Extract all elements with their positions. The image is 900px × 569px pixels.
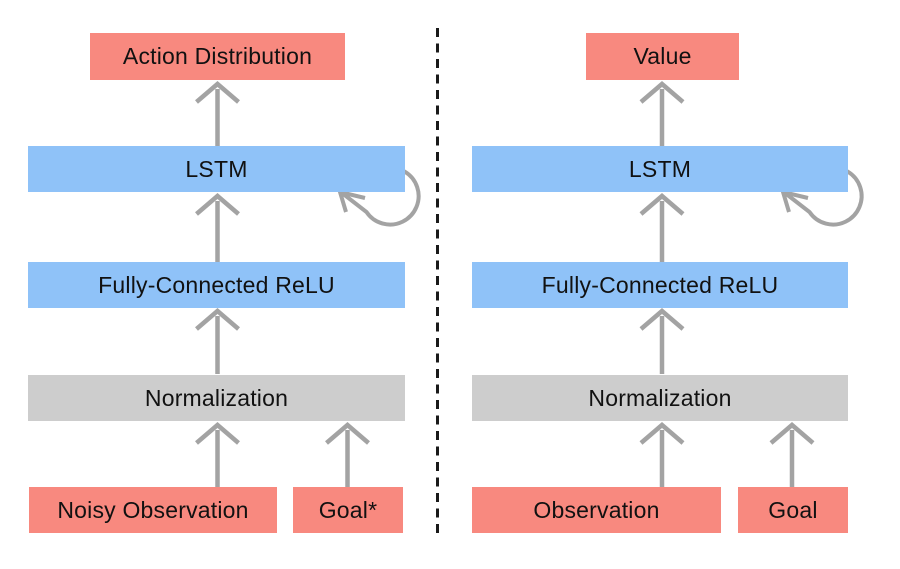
node-noisy-observation: Noisy Observation: [29, 487, 277, 533]
arrow-goal-to-norm-right: [769, 422, 815, 487]
node-label: Fully-Connected ReLU: [541, 271, 779, 298]
arrow-obs-to-norm-left: [195, 422, 240, 487]
node-lstm-right: LSTM: [472, 146, 848, 192]
node-label: Action Distribution: [122, 43, 313, 69]
node-label: Noisy Observation: [57, 496, 249, 523]
node-action-distribution: Action Distribution: [90, 33, 345, 80]
arrow-fc-to-lstm-left: [195, 193, 240, 262]
node-label: Fully-Connected ReLU: [98, 271, 335, 298]
node-label: Value: [633, 43, 692, 69]
arrow-goal-to-norm-left: [325, 422, 370, 487]
node-lstm-left: LSTM: [28, 146, 405, 192]
node-label: LSTM: [185, 155, 248, 182]
node-label: Normalization: [588, 384, 732, 411]
arrow-obs-to-norm-right: [639, 422, 685, 487]
arrow-norm-to-fc-right: [639, 308, 685, 374]
arrow-fc-to-lstm-right: [639, 193, 685, 262]
node-fully-connected-right: Fully-Connected ReLU: [472, 262, 848, 308]
node-goal-star: Goal*: [293, 487, 403, 533]
node-normalization-left: Normalization: [28, 375, 405, 421]
node-label: Observation: [533, 496, 660, 523]
node-label: Goal: [768, 496, 818, 523]
node-normalization-right: Normalization: [472, 375, 848, 421]
node-label: Goal*: [318, 496, 378, 523]
arrow-norm-to-fc-left: [195, 308, 240, 374]
node-fully-connected-left: Fully-Connected ReLU: [28, 262, 405, 308]
node-label: Normalization: [144, 384, 289, 411]
node-label: LSTM: [628, 155, 692, 182]
node-value: Value: [586, 33, 739, 80]
node-observation: Observation: [472, 487, 721, 533]
node-goal: Goal: [738, 487, 848, 533]
arrow-lstm-to-value: [639, 81, 685, 146]
arrow-lstm-to-action: [195, 81, 240, 146]
